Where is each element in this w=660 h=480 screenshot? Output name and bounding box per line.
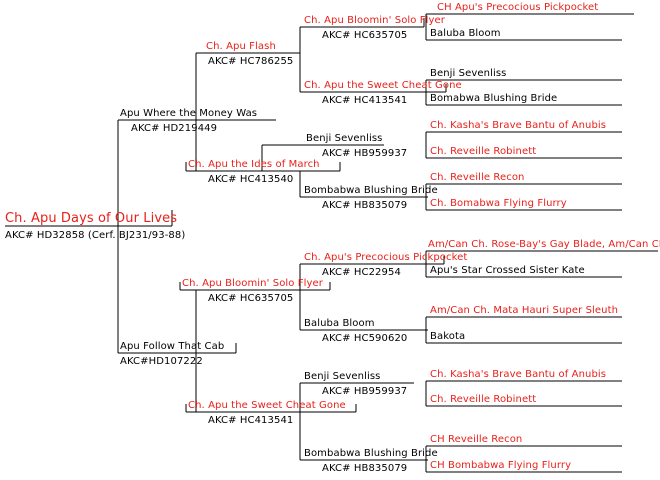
g4-ancestor-7: Ch. Reveille Recon [430, 172, 525, 183]
g4-ancestor-4: Bomabwa Blushing Bride [430, 93, 558, 104]
ss-reg: AKC# HC786255 [208, 56, 294, 67]
sire-reg: AKC# HD219449 [131, 123, 218, 134]
ds-name: Ch. Apu Bloomin' Solo Flyer [182, 278, 323, 289]
ssd-name: Ch. Apu the Sweet Cheat Gone [304, 80, 462, 91]
sd-name: Ch. Apu the Ides of March [188, 159, 320, 170]
g4-ancestor-1: CH Apu's Precocious Pickpocket [437, 2, 599, 13]
sds-name: Benji Sevenliss [306, 133, 383, 144]
dss-reg: AKC# HC22954 [322, 267, 401, 278]
g4-ancestor-3: Benji Sevenliss [430, 68, 507, 79]
ssd-reg: AKC# HC413541 [322, 95, 408, 106]
g4-ancestor-12: Bakota [430, 331, 466, 342]
dds-name: Benji Sevenliss [304, 371, 381, 382]
dd-name: Ch. Apu the Sweet Cheat Gone [188, 400, 346, 411]
g4-ancestor-6: Ch. Reveille Robinett [430, 146, 537, 157]
ddd-name: Bombabwa Blushing Bride [304, 448, 438, 459]
g4-ancestor-2: Baluba Bloom [430, 28, 501, 39]
dds-reg: AKC# HB959937 [322, 386, 408, 397]
sds-reg: AKC# HB959937 [322, 148, 408, 159]
g4-ancestor-14: Ch. Reveille Robinett [430, 394, 537, 405]
g4-ancestor-11: Am/Can Ch. Mata Hauri Super Sleuth [430, 305, 619, 316]
dss-name: Ch. Apu's Precocious Pickpocket [304, 252, 468, 263]
sd-reg: AKC# HC413540 [208, 174, 294, 185]
subject-reg: AKC# HD32858 (Cerf. BJ231/93-88) [5, 230, 186, 241]
sss-reg: AKC# HC635705 [322, 30, 408, 41]
sdd-reg: AKC# HB835079 [322, 200, 408, 211]
dsd-reg: AKC# HC590620 [322, 333, 408, 344]
dd-reg: AKC# HC413541 [208, 415, 294, 426]
sire-name: Apu Where the Money Was [120, 108, 258, 119]
sdd-name: Bombabwa Blushing Bride [304, 185, 438, 196]
dam-name: Apu Follow That Cab [120, 341, 225, 352]
dsd-name: Baluba Bloom [304, 318, 375, 329]
g4-ancestor-15: CH Reveille Recon [430, 434, 523, 445]
g4-ancestor-16: CH Bombabwa Flying Flurry [430, 460, 572, 471]
dam-reg: AKC#HD107222 [120, 356, 203, 367]
subject-name: Ch. Apu Days of Our Lives [5, 211, 178, 226]
ddd-reg: AKC# HB835079 [322, 463, 408, 474]
g4-ancestor-13: Ch. Kasha's Brave Bantu of Anubis [430, 369, 607, 380]
ds-reg: AKC# HC635705 [208, 293, 294, 304]
g4-ancestor-5: Ch. Kasha's Brave Bantu of Anubis [430, 120, 607, 131]
ss-name: Ch. Apu Flash [206, 41, 276, 52]
g4-ancestor-9: Am/Can Ch. Rose-Bay's Gay Blade, Am/Can … [428, 239, 660, 250]
g4-ancestor-8: Ch. Bomabwa Flying Flurry [430, 198, 567, 209]
sss-name: Ch. Apu Bloomin' Solo Flyer [304, 15, 445, 26]
g4-ancestor-10: Apu's Star Crossed Sister Kate [430, 265, 585, 276]
